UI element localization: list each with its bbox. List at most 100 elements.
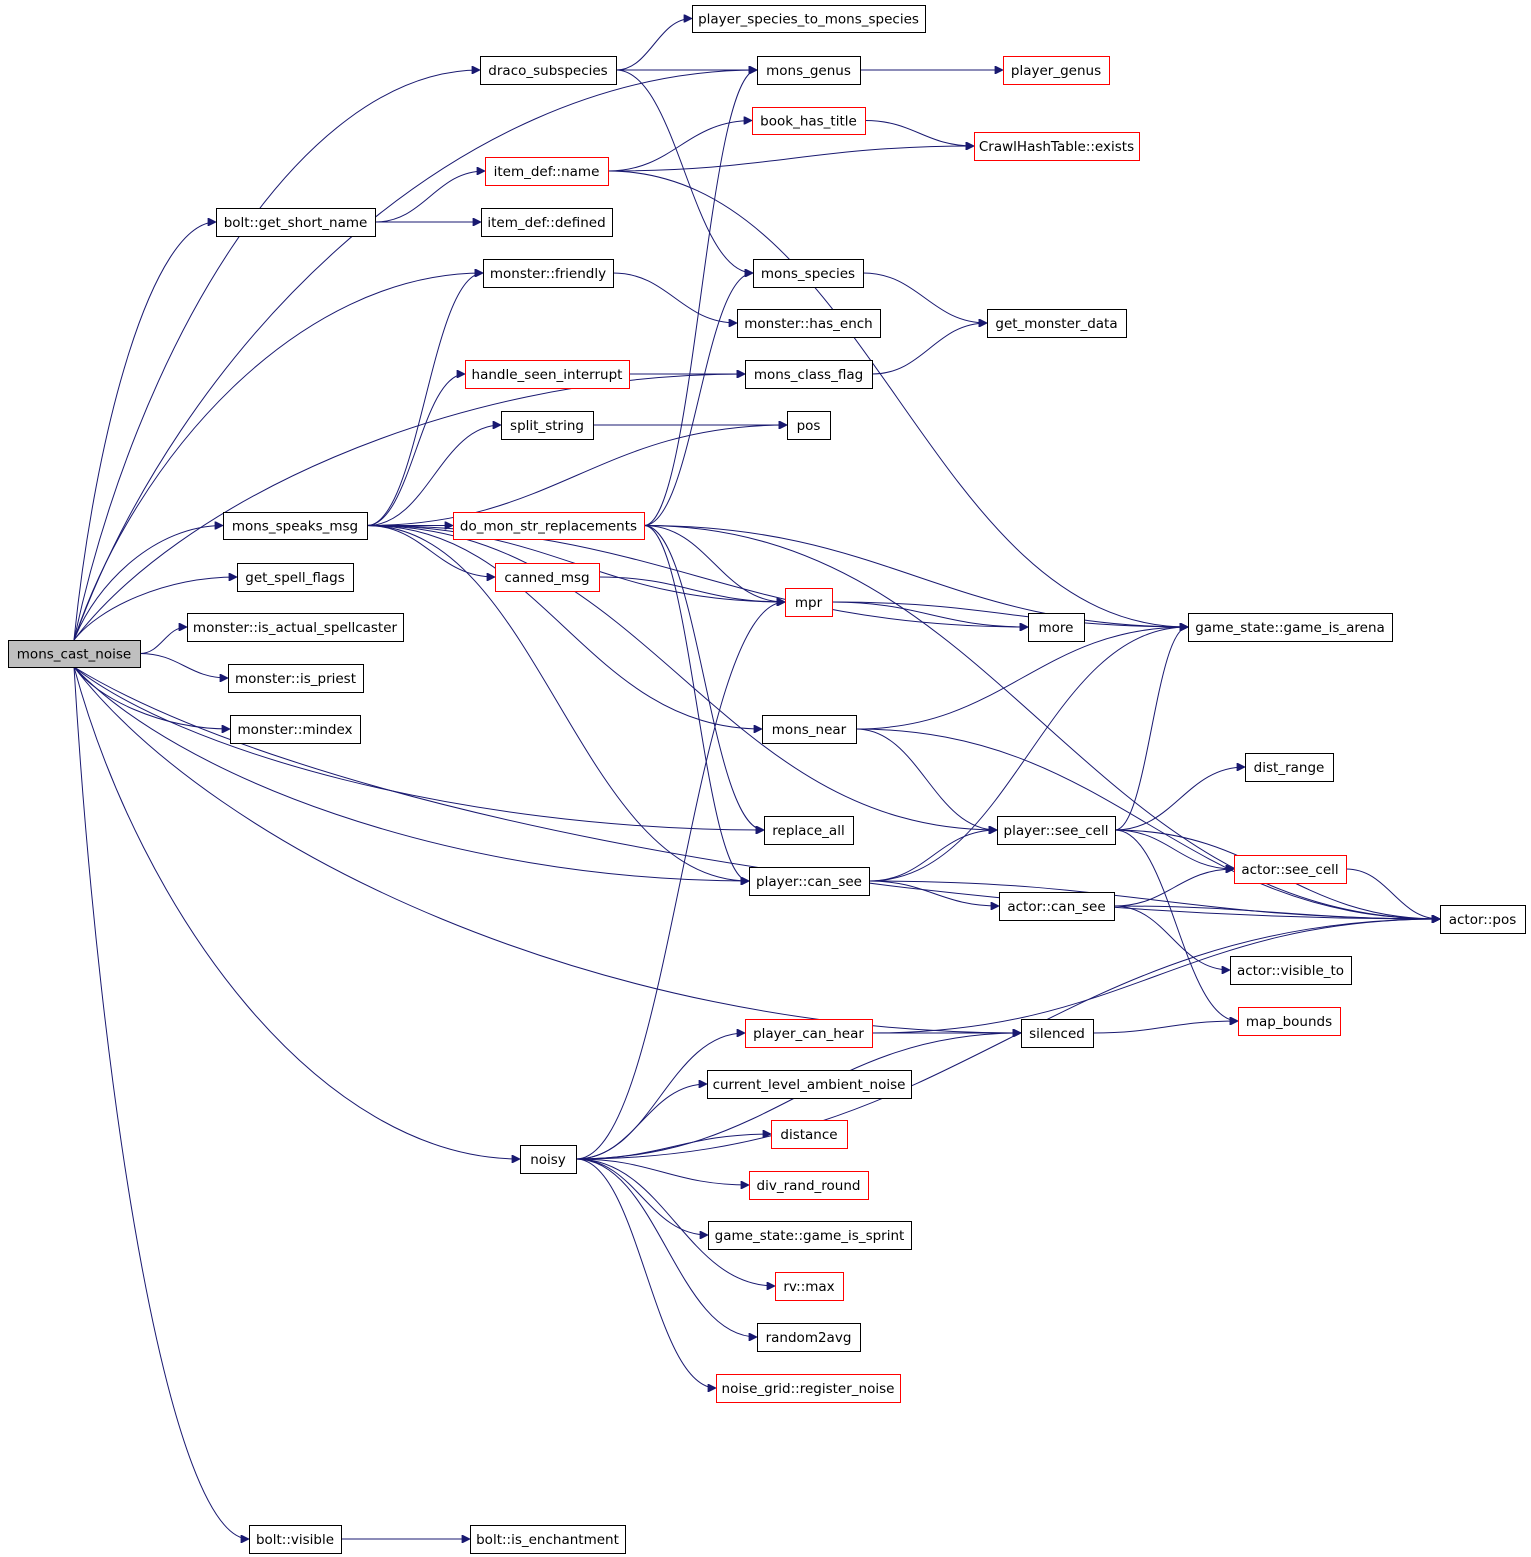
edge-mons-cast-noise-to-draco-subspecies (73, 70, 480, 641)
node-mons-genus[interactable]: mons_genus (757, 56, 861, 85)
node-label-mons-near: mons_near (772, 722, 847, 738)
node-label-replace-all: replace_all (772, 823, 844, 839)
edge-mons-cast-noise-to-monster-mindex (73, 666, 230, 729)
node-box-pos (787, 411, 831, 440)
node-label-do-mon-str-replacements: do_mon_str_replacements (460, 519, 637, 535)
edge-actor-can-see-to-actor-see-cell (1113, 869, 1234, 907)
node-box-distance (771, 1120, 848, 1149)
node-distance[interactable]: distance (771, 1120, 848, 1149)
node-label-actor-pos: actor::pos (1449, 912, 1517, 928)
node-pos[interactable]: pos (787, 411, 831, 440)
node-more[interactable]: more (1028, 613, 1085, 642)
node-label-monster-friendly: monster::friendly (490, 266, 606, 282)
node-box-book-has-title (752, 107, 866, 135)
node-mons-near[interactable]: mons_near (762, 715, 857, 744)
node-split-string[interactable]: split_string (501, 411, 594, 440)
node-label-bolt-visible: bolt::visible (256, 1532, 334, 1548)
node-dist-range[interactable]: dist_range (1245, 753, 1334, 782)
node-replace-all[interactable]: replace_all (764, 816, 854, 845)
node-label-bolt-get-short-name: bolt::get_short_name (224, 215, 368, 231)
node-monster-friendly[interactable]: monster::friendly (483, 259, 614, 288)
node-box-monster-is-actual-spellcaster (187, 613, 404, 642)
edge-player-can-see-to-player-see-cell (868, 830, 997, 882)
node-box-actor-see-cell (1234, 855, 1347, 884)
edge-noisy-to-random2avg (575, 1158, 757, 1337)
edge-mons-cast-noise-to-actor-pos (73, 666, 1440, 919)
node-label-canned-msg: canned_msg (504, 570, 589, 586)
edge-mons-speaks-msg-to-monster-friendly (366, 273, 483, 526)
node-player-can-see[interactable]: player::can_see (749, 867, 870, 896)
node-mons-class-flag[interactable]: mons_class_flag (745, 360, 873, 389)
node-book-has-title[interactable]: book_has_title (752, 107, 866, 135)
node-actor-see-cell[interactable]: actor::see_cell (1234, 855, 1347, 884)
edge-do-mon-str-replacements-to-game-state-game-is-arena (643, 525, 1188, 628)
node-item-def-defined[interactable]: item_def::defined (481, 208, 613, 237)
node-game-state-game-is-arena[interactable]: game_state::game_is_arena (1188, 613, 1393, 642)
node-box-actor-pos (1440, 905, 1526, 934)
node-label-noisy: noisy (530, 1152, 566, 1168)
edge-mons-cast-noise-to-bolt-get-short-name (73, 222, 216, 641)
node-map-bounds[interactable]: map_bounds (1238, 1007, 1341, 1036)
node-draco-subspecies[interactable]: draco_subspecies (480, 56, 617, 85)
node-mons-species[interactable]: mons_species (753, 259, 864, 288)
node-actor-visible-to[interactable]: actor::visible_to (1230, 956, 1352, 985)
node-label-item-def-defined: item_def::defined (487, 215, 605, 231)
node-player-can-hear[interactable]: player_can_hear (745, 1019, 873, 1048)
node-game-state-game-is-sprint[interactable]: game_state::game_is_sprint (708, 1221, 912, 1250)
edge-noisy-to-noise-grid-register-noise (575, 1158, 716, 1388)
node-bolt-is-enchantment[interactable]: bolt::is_enchantment (470, 1525, 626, 1554)
edge-noisy-to-distance (575, 1134, 771, 1160)
node-box-game-state-game-is-sprint (708, 1221, 912, 1250)
node-label-item-def-name: item_def::name (494, 164, 600, 180)
node-monster-mindex[interactable]: monster::mindex (230, 715, 361, 744)
node-noise-grid-register-noise[interactable]: noise_grid::register_noise (716, 1374, 901, 1403)
node-canned-msg[interactable]: canned_msg (495, 563, 600, 592)
node-box-draco-subspecies (480, 56, 617, 85)
node-random2avg[interactable]: random2avg (757, 1323, 861, 1352)
node-silenced[interactable]: silenced (1021, 1019, 1094, 1048)
node-monster-has-ench[interactable]: monster::has_ench (737, 309, 881, 338)
node-rv-max[interactable]: rv::max (775, 1272, 844, 1301)
edge-noisy-to-rv-max (575, 1158, 775, 1286)
node-label-monster-has-ench: monster::has_ench (744, 316, 872, 332)
node-get-spell-flags[interactable]: get_spell_flags (237, 563, 354, 592)
node-label-mons-species: mons_species (761, 266, 855, 282)
node-get-monster-data[interactable]: get_monster_data (987, 309, 1127, 338)
node-div-rand-round[interactable]: div_rand_round (749, 1171, 869, 1200)
node-player-genus[interactable]: player_genus (1003, 56, 1110, 85)
node-handle-seen-interrupt[interactable]: handle_seen_interrupt (465, 360, 630, 389)
edge-do-mon-str-replacements-to-mons-species (643, 273, 753, 526)
node-mpr[interactable]: mpr (785, 588, 833, 617)
node-current-level-ambient-noise[interactable]: current_level_ambient_noise (707, 1070, 912, 1099)
node-actor-pos[interactable]: actor::pos (1440, 905, 1526, 934)
node-actor-can-see[interactable]: actor::can_see (999, 892, 1115, 921)
node-crawlhashtable-exists[interactable]: CrawlHashTable::exists (974, 132, 1140, 161)
node-player-see-cell[interactable]: player::see_cell (997, 816, 1116, 845)
node-box-dist-range (1245, 753, 1334, 782)
node-noisy[interactable]: noisy (520, 1145, 577, 1174)
node-label-player-species-to-mons-species: player_species_to_mons_species (698, 12, 919, 28)
node-bolt-visible[interactable]: bolt::visible (249, 1525, 342, 1554)
node-mons-cast-noise[interactable]: mons_cast_noise (8, 640, 141, 668)
node-box-monster-mindex (230, 715, 361, 744)
edge-player-see-cell-to-dist-range (1114, 767, 1245, 831)
node-label-actor-visible-to: actor::visible_to (1237, 963, 1344, 979)
node-label-player-genus: player_genus (1011, 63, 1101, 79)
edge-player-can-see-to-actor-can-see (868, 880, 999, 906)
node-player-species-to-mons-species[interactable]: player_species_to_mons_species (692, 5, 926, 33)
node-item-def-name[interactable]: item_def::name (485, 157, 609, 186)
node-bolt-get-short-name[interactable]: bolt::get_short_name (216, 208, 376, 237)
node-monster-is-actual-spellcaster[interactable]: monster::is_actual_spellcaster (187, 613, 404, 642)
node-box-mons-near (762, 715, 857, 744)
edge-mons-near-to-player-see-cell (855, 728, 997, 830)
node-box-map-bounds (1238, 1007, 1341, 1036)
edge-draco-subspecies-to-player-species-to-mons-species (615, 19, 692, 71)
edge-mons-species-to-get-monster-data (862, 272, 987, 323)
edge-player-see-cell-to-map-bounds (1114, 829, 1238, 1021)
node-monster-is-priest[interactable]: monster::is_priest (228, 664, 364, 693)
node-mons-speaks-msg[interactable]: mons_speaks_msg (223, 512, 368, 540)
node-label-mpr: mpr (795, 595, 823, 611)
node-label-player-can-see: player::can_see (756, 874, 862, 890)
node-do-mon-str-replacements[interactable]: do_mon_str_replacements (453, 512, 645, 540)
